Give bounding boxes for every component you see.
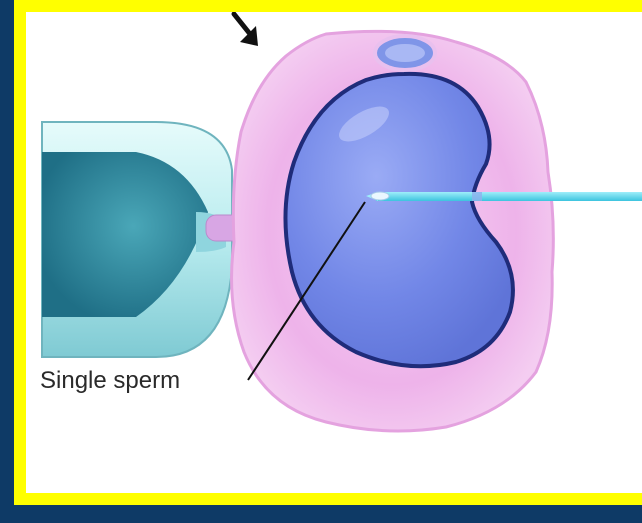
egg-cytoplasm xyxy=(285,74,512,366)
holding-pipette xyxy=(42,122,246,357)
highlight-frame: Single sperm xyxy=(14,0,642,505)
sperm-cell xyxy=(371,192,389,200)
injection-pipette xyxy=(366,192,642,201)
sperm-label: Single sperm xyxy=(40,367,180,395)
diagram-panel: Single sperm xyxy=(26,12,642,493)
arrow-icon xyxy=(234,14,258,46)
polar-body xyxy=(375,36,435,70)
icsi-diagram xyxy=(26,12,642,493)
